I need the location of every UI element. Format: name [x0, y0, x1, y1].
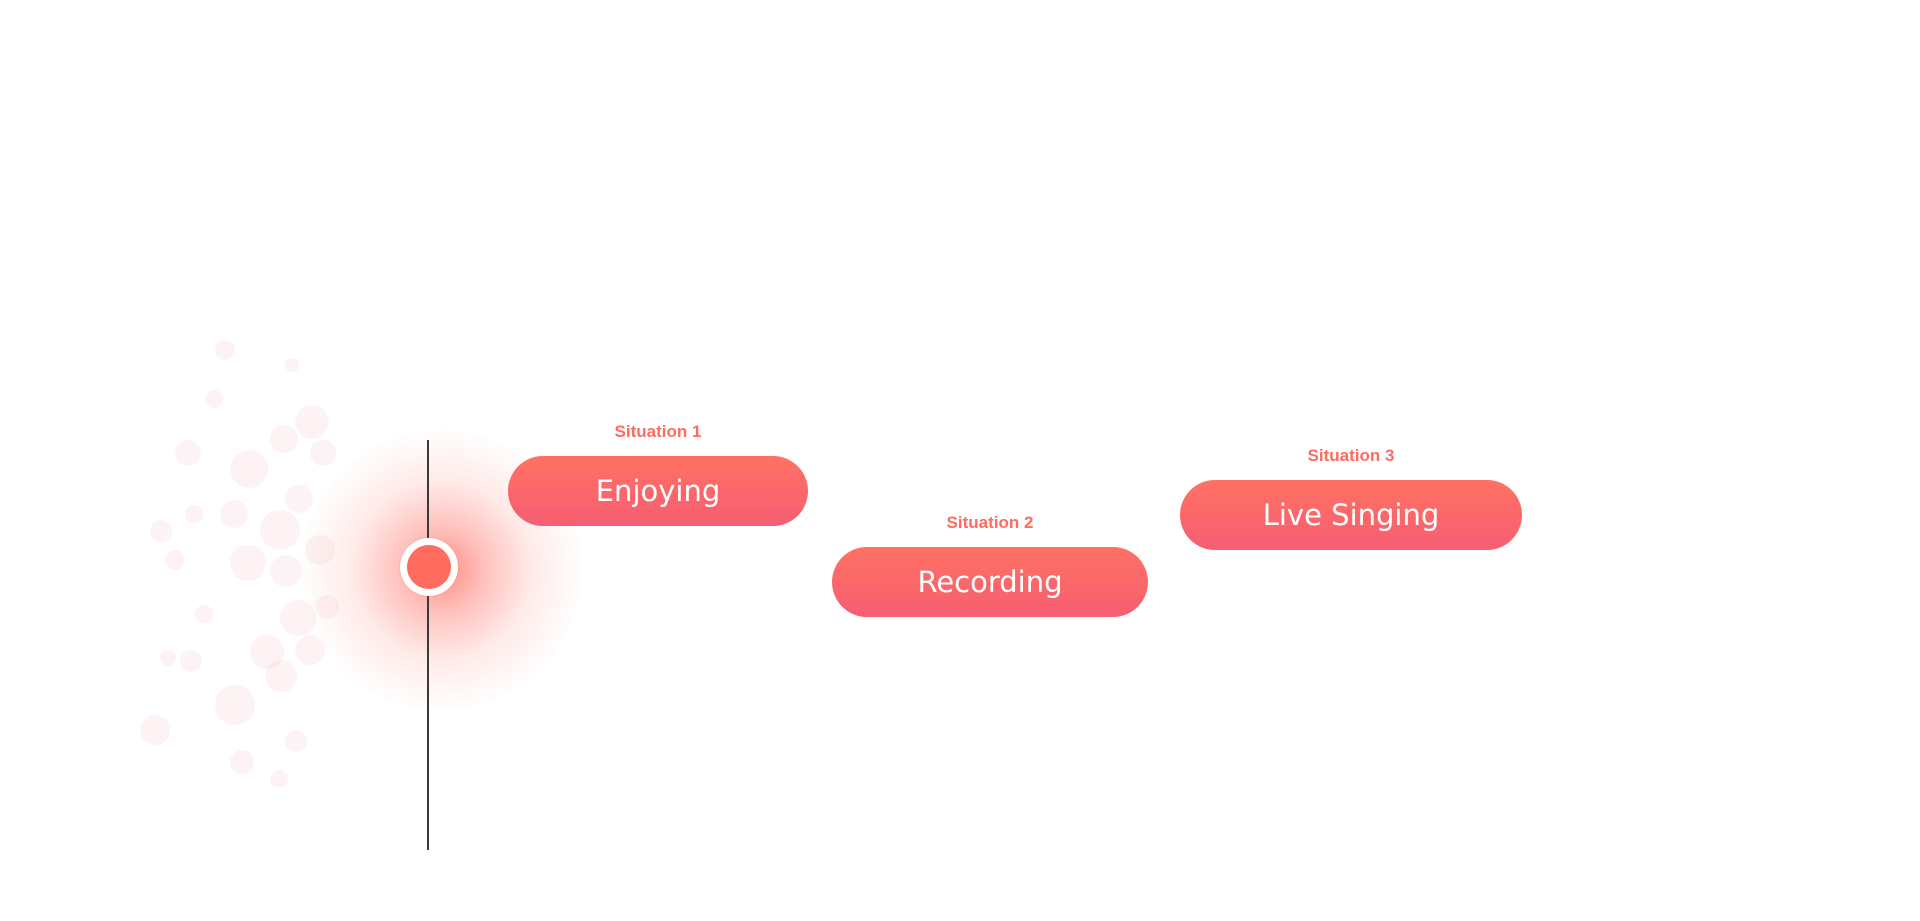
situation-3: Situation 3 Live Singing	[1180, 446, 1522, 550]
marker-core	[407, 545, 451, 589]
situation-2-label: Situation 2	[946, 513, 1034, 532]
enjoying-button[interactable]: Enjoying	[508, 456, 808, 526]
situation-1-label: Situation 1	[614, 422, 702, 441]
bokeh-background	[120, 310, 480, 830]
live-singing-button[interactable]: Live Singing	[1180, 480, 1522, 550]
situation-2: Situation 2 Recording	[832, 513, 1148, 617]
situation-3-label: Situation 3	[1307, 446, 1395, 465]
timeline-marker-icon[interactable]	[400, 538, 458, 596]
recording-button[interactable]: Recording	[832, 547, 1148, 617]
situation-1: Situation 1 Enjoying	[508, 422, 808, 526]
timeline-axis	[427, 440, 429, 850]
